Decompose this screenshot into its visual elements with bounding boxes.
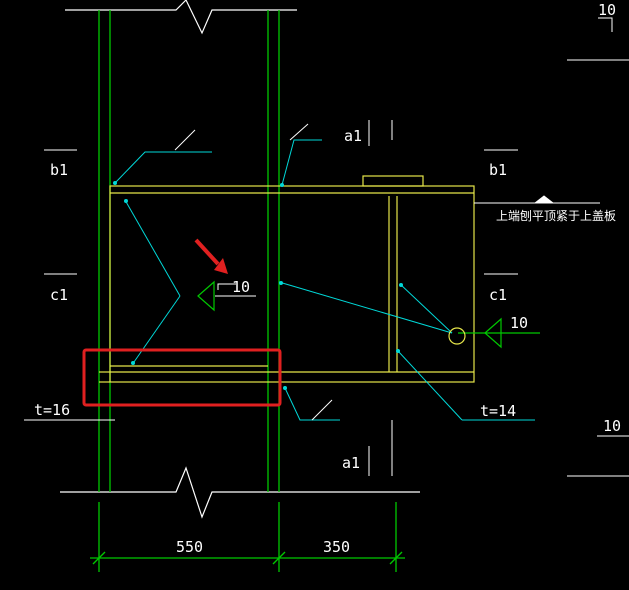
label-b1-left: b1 <box>50 161 68 179</box>
bottom-break-line <box>60 466 420 519</box>
label-a1-top: a1 <box>344 127 362 145</box>
label-t16: t=16 <box>34 401 70 419</box>
label-t14: t=14 <box>480 402 516 420</box>
section-marks <box>24 17 629 477</box>
bracket-plates <box>99 175 475 383</box>
label-b1-right: b1 <box>489 161 507 179</box>
label-weld-10-right: 10 <box>510 314 528 332</box>
label-a1-bottom: a1 <box>342 454 360 472</box>
label-weld-10-mid: 10 <box>232 278 250 296</box>
dimension-550: 550 <box>176 538 203 556</box>
label-c1-left: c1 <box>50 286 68 304</box>
red-arrow-icon <box>194 238 228 274</box>
note-top-plate: 上端刨平顶紧于上盖板 <box>496 208 616 223</box>
top-break-line <box>65 0 297 35</box>
dimension-350: 350 <box>323 538 350 556</box>
weld-symbol-icon <box>197 280 540 349</box>
leader-lines <box>114 139 535 421</box>
label-right-10: 10 <box>603 417 621 435</box>
label-c1-right: c1 <box>489 286 507 304</box>
highlight-box <box>82 348 282 407</box>
column-lines <box>90 10 405 572</box>
label-top-right-10: 10 <box>598 1 616 19</box>
leader-arrowheads <box>113 181 403 390</box>
